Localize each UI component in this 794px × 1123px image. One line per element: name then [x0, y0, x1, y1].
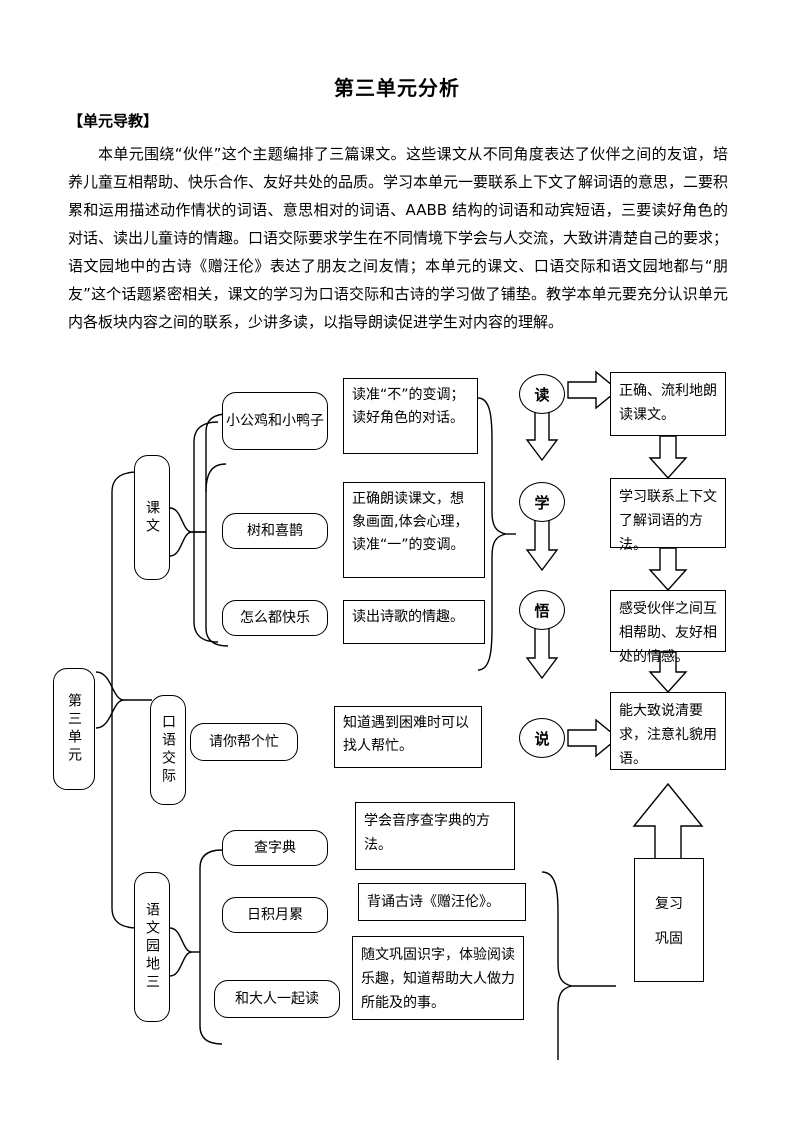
node-root-unit: 第三单元: [53, 668, 95, 790]
node-garden-item-1: 查字典: [222, 830, 328, 866]
review-line-2: 巩固: [655, 930, 683, 947]
step-circle-read: 读: [519, 374, 565, 414]
outcome-box-1: 正确、流利地朗读课文。: [610, 372, 726, 436]
review-box: 复习 巩固: [634, 858, 704, 982]
node-garden-detail-3: 随文巩固识字，体验阅读乐趣，知道帮助大人做力所能及的事。: [352, 936, 524, 1020]
node-oral-item-1: 请你帮个忙: [190, 723, 298, 761]
node-branch-garden: 语文园地三: [134, 872, 170, 1022]
page-title: 第三单元分析: [334, 76, 460, 100]
node-garden-item-3: 和大人一起读: [214, 980, 340, 1018]
node-oral-detail-1: 知道遇到困难时可以找人帮忙。: [334, 706, 482, 768]
node-garden-item-2: 日积月累: [222, 897, 328, 933]
node-garden-detail-1: 学会音序查字典的方法。: [355, 802, 515, 870]
unit-structure-diagram: 第三单元 课文 口语交际 语文园地三 小公鸡和小鸭子 树和喜鹊 怎么都快乐 读准…: [0, 360, 794, 1060]
review-line-1: 复习: [655, 895, 683, 912]
node-branch-lesson: 课文: [134, 455, 170, 580]
body-paragraph: 本单元围绕“伙伴”这个主题编排了三篇课文。这些课文从不同角度表达了伙伴之间的友谊…: [68, 145, 729, 331]
node-lesson-detail-1: 读准“不”的变调；读好角色的对话。: [343, 378, 478, 454]
step-circle-learn: 学: [519, 482, 565, 522]
node-lesson-detail-3: 读出诗歌的情趣。: [343, 600, 485, 644]
node-lesson-1: 小公鸡和小鸭子: [222, 392, 328, 450]
outcome-box-2: 学习联系上下文了解词语的方法。: [610, 478, 726, 553]
node-branch-oral: 口语交际: [150, 695, 186, 805]
outcome-box-3: 感受伙伴之间互相帮助、友好相处的情感。: [610, 590, 726, 665]
node-lesson-detail-2: 正确朗读课文，想象画面,体会心理，读准“一”的变调。: [343, 482, 485, 578]
node-lesson-3: 怎么都快乐: [222, 600, 328, 636]
step-circle-comprehend: 悟: [519, 590, 565, 630]
diagram-connectors: [95, 370, 704, 1060]
node-lesson-2: 树和喜鹊: [222, 513, 328, 549]
outcome-box-4: 能大致说清要求，注意礼貌用语。: [610, 692, 726, 770]
node-garden-detail-2: 背诵古诗《赠汪伦》。: [358, 883, 526, 921]
section-heading: 【单元导教】: [68, 112, 159, 130]
step-circle-speak: 说: [519, 718, 565, 758]
